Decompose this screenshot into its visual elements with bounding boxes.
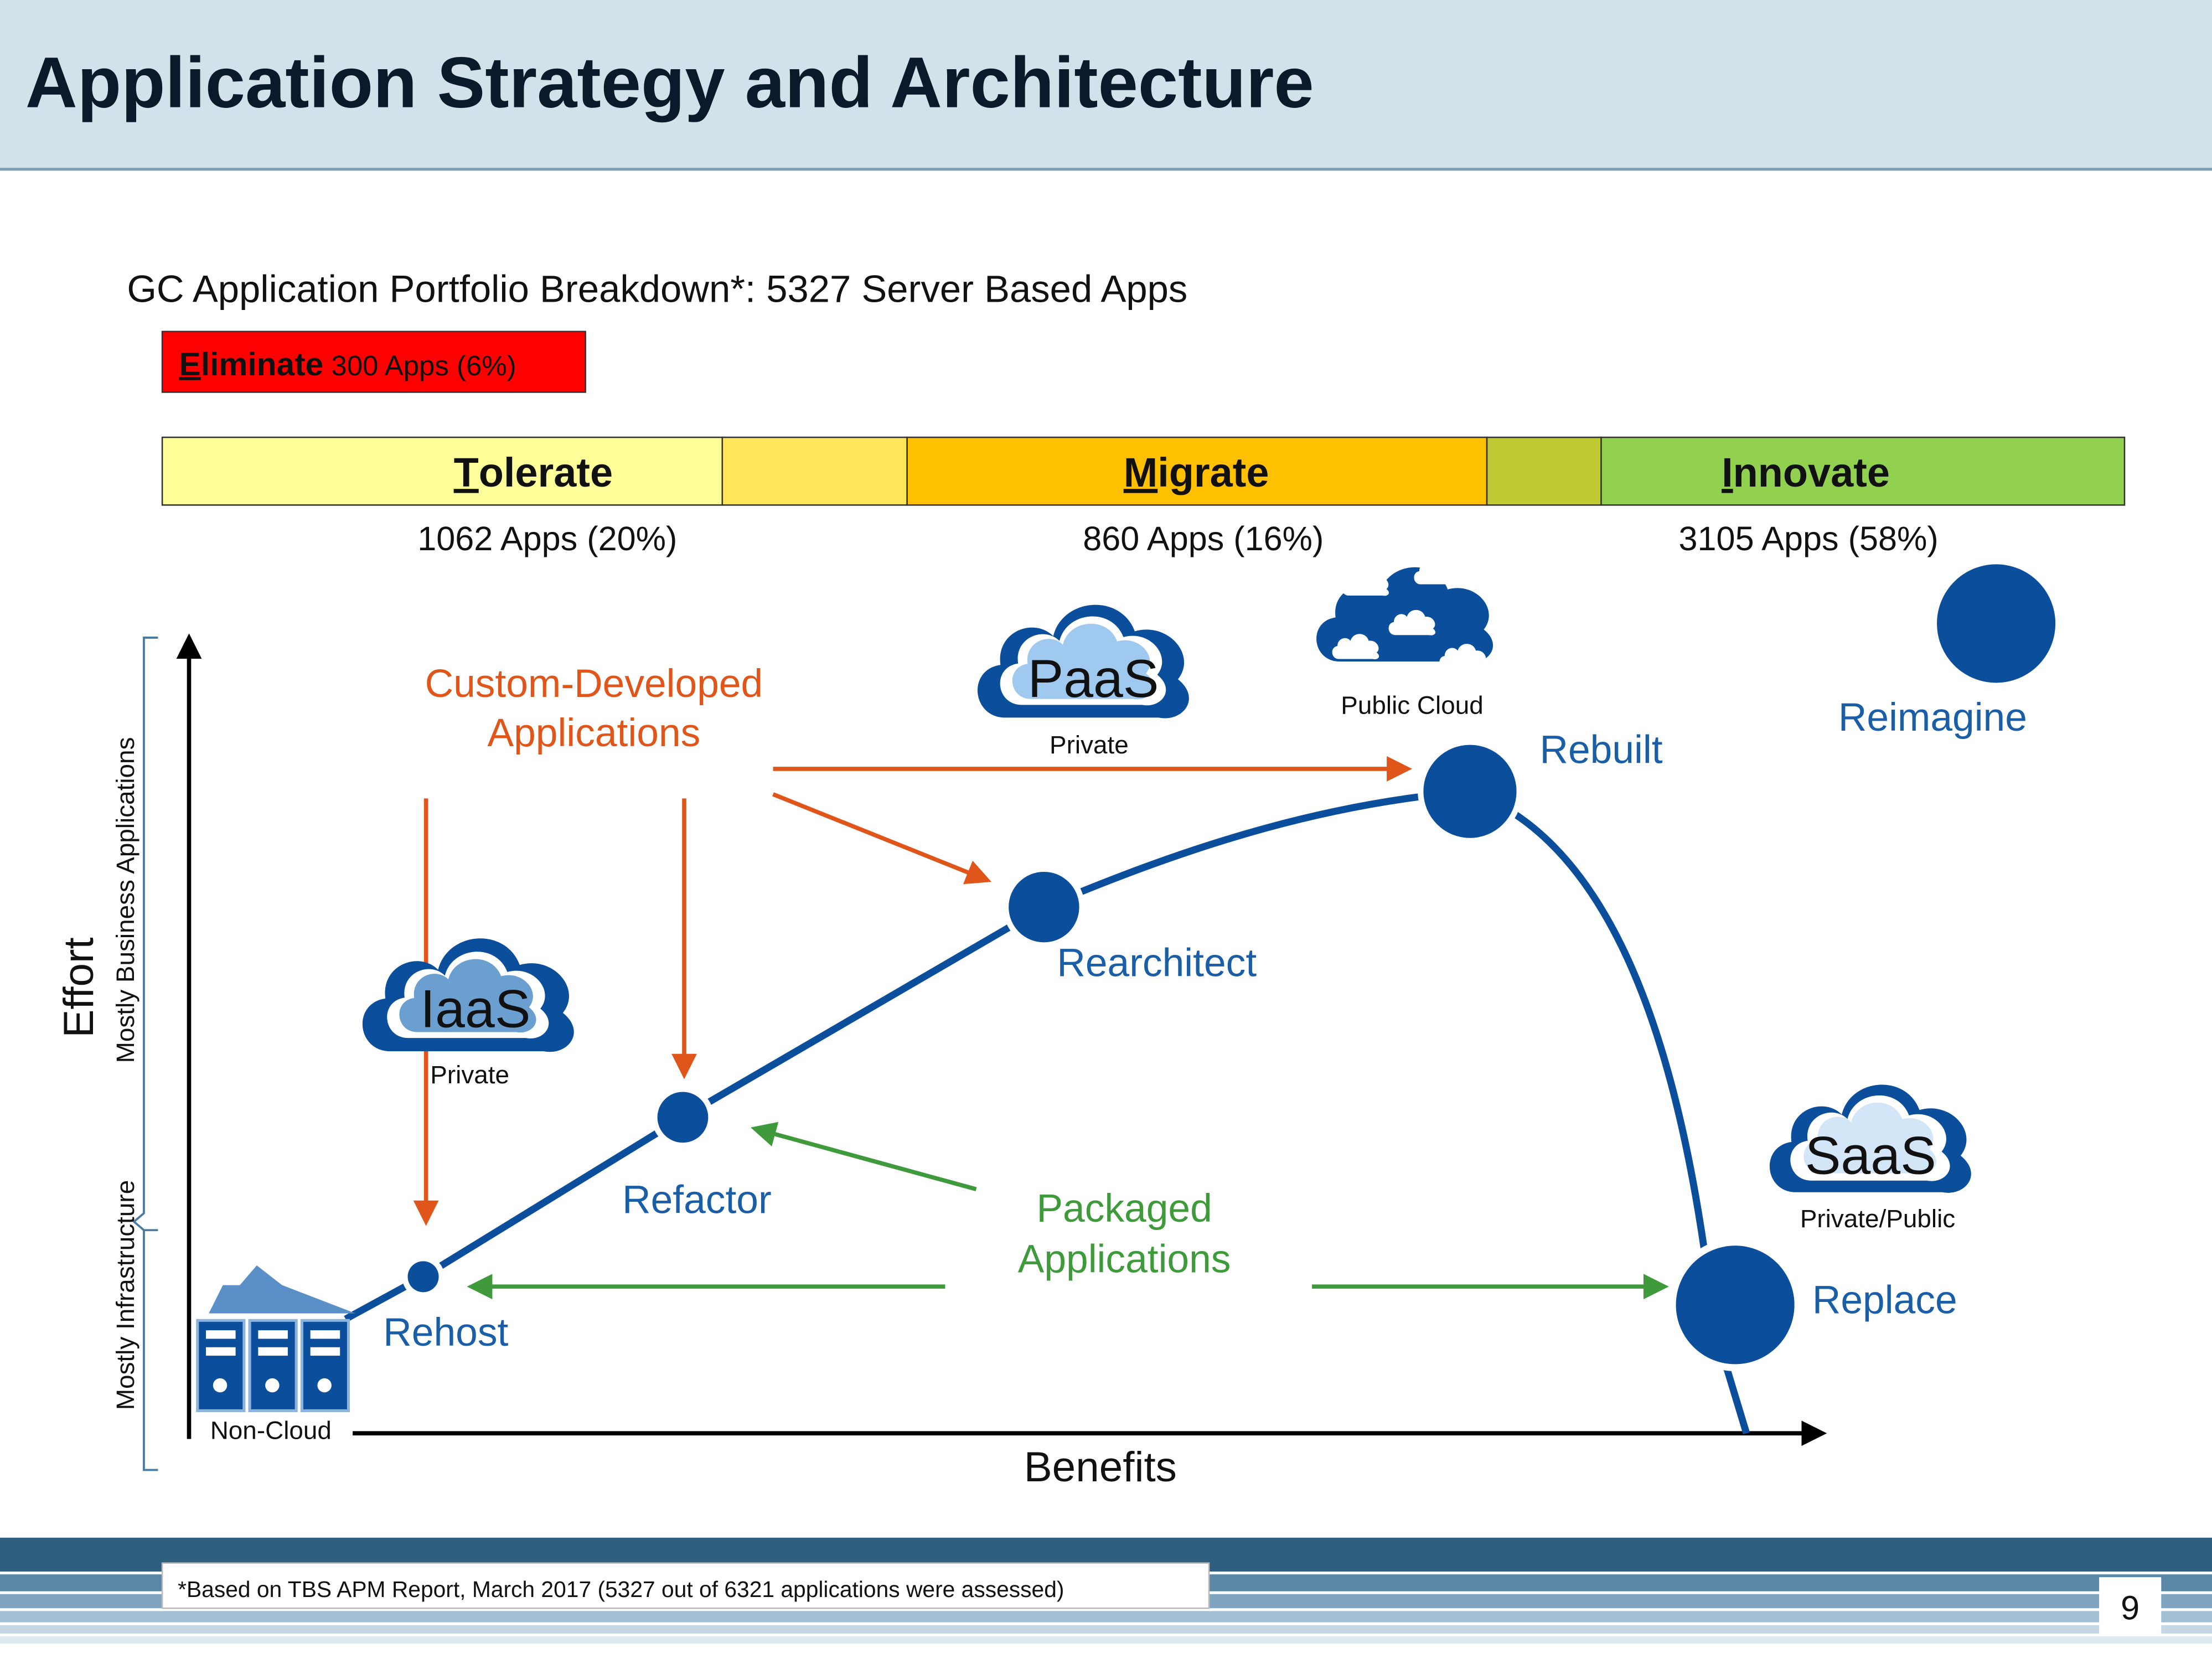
stage-rehost: Rehost [383, 1310, 508, 1355]
rehost-dot [407, 1261, 439, 1293]
innovate-count: 3105 Apps (58%) [1679, 520, 1939, 557]
server-rack-icon [196, 1319, 246, 1413]
stage-refactor: Refactor [622, 1178, 772, 1222]
page-number-box [2099, 1577, 2162, 1634]
innovate-label: Innovate [1722, 449, 1890, 495]
packaged-label-1: Packaged [1036, 1186, 1212, 1231]
eliminate-label: Eliminate 300 Apps (6%) [179, 347, 516, 383]
arrow-packaged-to-refactor [751, 1121, 977, 1192]
migrate-segment [906, 436, 1488, 506]
rebuilt-dot [1423, 745, 1517, 838]
server-rack-icon [248, 1319, 298, 1413]
custom-dev-label-1: Custom-Developed [425, 661, 763, 706]
custom-dev-label-2: Applications [488, 711, 701, 755]
stage-dots [402, 564, 2056, 1372]
bracket-infrastructure [143, 1229, 158, 1471]
packaged-label-2: Applications [1018, 1237, 1231, 1281]
innovate-segment [1600, 436, 2126, 506]
paas-caption: Private [1050, 730, 1129, 759]
saas-label: SaaS [1805, 1125, 1936, 1185]
saas-caption: Private/Public [1800, 1204, 1955, 1233]
y-axis-label: Effort [55, 937, 102, 1037]
footnote-box [161, 1562, 1210, 1609]
refactor-dot [657, 1092, 709, 1143]
migrate-innovate-transition [1486, 436, 1602, 506]
paas-label: PaaS [1028, 648, 1159, 709]
packaged-arrows [467, 1121, 1669, 1300]
arrow-custom-to-rearchitect [772, 792, 992, 885]
header-band [0, 0, 2212, 169]
page-title: Application Strategy and Architecture [25, 42, 1314, 123]
bracket-business [132, 636, 158, 1231]
rearchitect-dot [1009, 871, 1079, 943]
stage-replace: Replace [1812, 1278, 1957, 1322]
tolerate-label: Tolerate [454, 449, 613, 495]
tolerate-segment [161, 436, 723, 506]
non-cloud-servers-icon [196, 1265, 356, 1413]
public-cloud-cluster-icon [1316, 559, 1493, 669]
non-cloud-caption: Non-Cloud [210, 1415, 332, 1444]
server-rack-icon [300, 1319, 350, 1413]
reimagine-dot [1937, 564, 2056, 683]
y-band-lower: Mostly Infrastructure [111, 1180, 139, 1410]
stage-rebuilt: Rebuilt [1539, 728, 1662, 772]
replace-dot [1676, 1245, 1795, 1365]
tolerate-count: 1062 Apps (20%) [417, 520, 677, 557]
tolerate-migrate-transition [721, 436, 908, 506]
y-band-upper: Mostly Business Applications [111, 737, 139, 1063]
portfolio-bar [161, 436, 2126, 506]
stage-reimagine: Reimagine [1838, 695, 2027, 740]
footnote: *Based on TBS APM Report, March 2017 (53… [178, 1577, 1064, 1602]
iaas-label: IaaS [420, 978, 530, 1038]
migrate-count: 860 Apps (16%) [1083, 520, 1324, 557]
stage-rearchitect: Rearchitect [1057, 941, 1257, 985]
eliminate-box [161, 330, 586, 393]
migrate-label: Migrate [1124, 449, 1269, 495]
public-cloud-caption: Public Cloud [1341, 691, 1483, 720]
custom-dev-arrows [413, 756, 1413, 1226]
house-roof-icon [209, 1265, 356, 1314]
page-number: 9 [2121, 1589, 2139, 1627]
iaas-caption: Private [430, 1060, 509, 1089]
x-axis-label: Benefits [1024, 1444, 1177, 1491]
portfolio-subtitle: GC Application Portfolio Breakdown*: 532… [127, 267, 1187, 310]
